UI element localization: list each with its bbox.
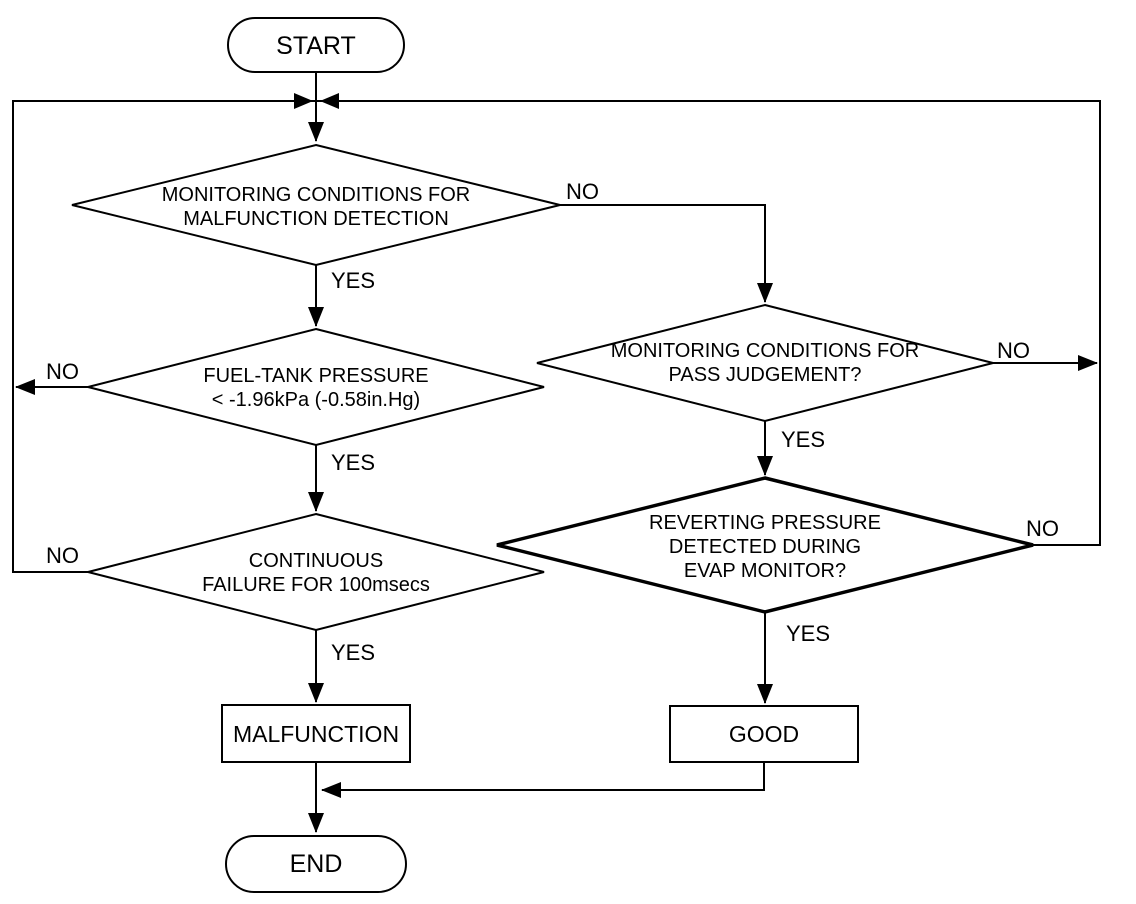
branch-label-yes: YES bbox=[781, 427, 825, 452]
diamond-shape bbox=[71, 143, 561, 267]
diamond-shape bbox=[496, 476, 1034, 614]
end-terminal-shape bbox=[225, 835, 407, 893]
merge-arrow-right bbox=[320, 93, 339, 109]
end-label: END bbox=[290, 850, 343, 878]
decision-pass-judgement: MONITORING CONDITIONS FOR PASS JUDGEMENT… bbox=[536, 303, 1030, 452]
diamond-shape bbox=[87, 327, 545, 447]
decision-text-line: MONITORING CONDITIONS FOR bbox=[162, 184, 471, 206]
good-box: GOOD bbox=[669, 705, 859, 763]
branch-label-yes: YES bbox=[331, 268, 375, 293]
decision-text-line: MALFUNCTION DETECTION bbox=[183, 208, 449, 230]
diamond-shape bbox=[87, 512, 545, 632]
start-terminal: START bbox=[227, 17, 405, 73]
malfunction-label: MALFUNCTION bbox=[233, 721, 399, 747]
decision-text-line: < -1.96kPa (-0.58in.Hg) bbox=[212, 389, 420, 411]
branch-label-no: NO bbox=[46, 359, 79, 384]
diamond-shape bbox=[536, 303, 994, 423]
malfunction-box-shape bbox=[221, 704, 411, 763]
decision-text-line: MONITORING CONDITIONS FOR bbox=[611, 340, 920, 362]
branch-label-no: NO bbox=[566, 179, 599, 204]
decision-fuel-tank-pressure: FUEL-TANK PRESSURE < -1.96kPa (-0.58in.H… bbox=[46, 327, 545, 475]
branch-label-yes: YES bbox=[331, 640, 375, 665]
decision-text-line: REVERTING PRESSURE bbox=[649, 512, 881, 534]
branch-label-yes: YES bbox=[331, 450, 375, 475]
edge-return-loop bbox=[12, 100, 1101, 573]
branch-label-no: NO bbox=[997, 338, 1030, 363]
branch-label-no: NO bbox=[46, 543, 79, 568]
decision-text-line: DETECTED DURING bbox=[669, 536, 861, 558]
edge-monitoring-no bbox=[560, 204, 773, 303]
start-terminal-shape bbox=[227, 17, 405, 73]
decision-reverting-pressure: REVERTING PRESSURE DETECTED DURING EVAP … bbox=[496, 476, 1059, 646]
end-terminal: END bbox=[225, 835, 407, 893]
edge-good-to-end bbox=[321, 762, 765, 798]
start-label: START bbox=[276, 32, 356, 60]
decision-continuous-failure: CONTINUOUS FAILURE FOR 100msecs NO YES bbox=[46, 512, 545, 665]
merge-arrow-left bbox=[294, 93, 313, 109]
connectors bbox=[12, 72, 1101, 833]
malfunction-box: MALFUNCTION bbox=[221, 704, 411, 763]
decision-text-line: EVAP MONITOR? bbox=[684, 560, 846, 582]
good-label: GOOD bbox=[729, 721, 799, 747]
decision-text-line: CONTINUOUS bbox=[249, 550, 383, 572]
decision-text-line: FUEL-TANK PRESSURE bbox=[203, 365, 428, 387]
good-box-shape bbox=[669, 705, 859, 763]
decision-text-line: PASS JUDGEMENT? bbox=[669, 364, 862, 386]
branch-label-yes: YES bbox=[786, 621, 830, 646]
branch-label-no: NO bbox=[1026, 516, 1059, 541]
decision-text-line: FAILURE FOR 100msecs bbox=[202, 574, 430, 596]
decision-monitoring-malfunction: MONITORING CONDITIONS FOR MALFUNCTION DE… bbox=[71, 143, 599, 293]
